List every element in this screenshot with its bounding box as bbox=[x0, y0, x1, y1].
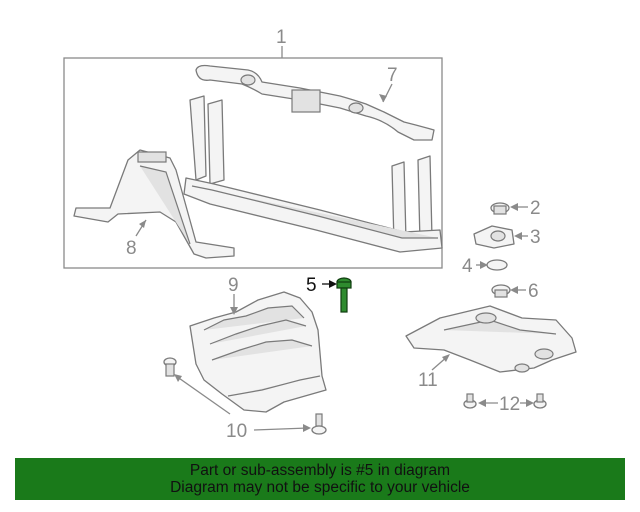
callout-5: 5 bbox=[306, 275, 317, 296]
clip-part-12-right bbox=[533, 393, 547, 409]
skid-plate-part-11 bbox=[405, 305, 577, 373]
banner-line-2: Diagram may not be specific to your vehi… bbox=[170, 479, 470, 496]
callout-7: 7 bbox=[387, 65, 398, 86]
radiator-support-frame bbox=[183, 95, 443, 253]
callout-8: 8 bbox=[126, 238, 137, 259]
clip-part-12-left bbox=[463, 393, 477, 409]
nut-part-2 bbox=[490, 202, 510, 215]
callout-12: 12 bbox=[499, 394, 520, 415]
callout-10: 10 bbox=[226, 421, 247, 442]
callout-1: 1 bbox=[276, 27, 287, 48]
leader-10-right bbox=[253, 427, 309, 431]
callout-11: 11 bbox=[418, 370, 438, 391]
splash-shield-part-9 bbox=[189, 291, 327, 413]
banner-line-1: Part or sub-assembly is #5 in diagram bbox=[189, 462, 451, 479]
part-info-banner: Part or sub-assembly is #5 in diagram Di… bbox=[15, 458, 625, 500]
insulator-part-3 bbox=[473, 225, 515, 249]
callout-4: 4 bbox=[462, 256, 473, 277]
bolt-part-10-right bbox=[311, 413, 327, 435]
grommet-part-6 bbox=[491, 284, 511, 298]
callout-2: 2 bbox=[530, 198, 541, 219]
callout-3: 3 bbox=[530, 227, 541, 248]
callout-9: 9 bbox=[228, 275, 239, 296]
upper-tie-bar bbox=[195, 64, 435, 141]
leader-10-left bbox=[175, 375, 231, 415]
bolt-part-10-left bbox=[163, 357, 177, 377]
washer-part-4 bbox=[486, 259, 508, 271]
bracket-part-8 bbox=[73, 149, 235, 259]
callout-6: 6 bbox=[528, 281, 539, 302]
assembly-1-box bbox=[63, 57, 443, 269]
bolt-part-5[interactable] bbox=[336, 277, 352, 313]
